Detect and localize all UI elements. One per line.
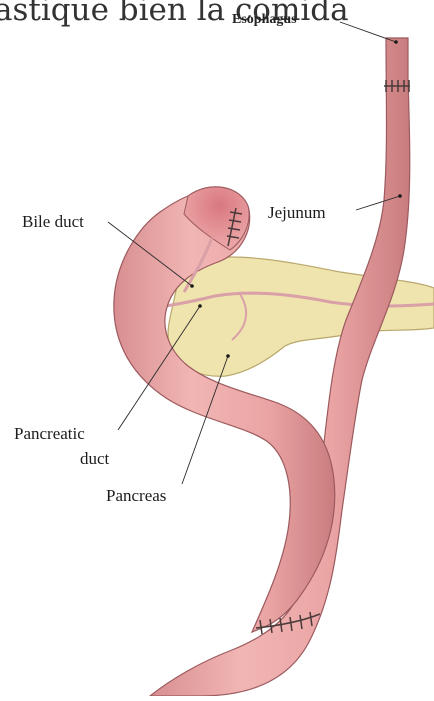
label-jejunum: Jejunum bbox=[268, 203, 326, 223]
label-pancreatic-duct-line1: Pancreatic bbox=[14, 424, 85, 444]
label-esophagus: Esophagus bbox=[232, 10, 297, 30]
label-pancreas: Pancreas bbox=[106, 486, 166, 506]
label-pancreatic-duct-line2: duct bbox=[80, 449, 109, 469]
label-bile-duct: Bile duct bbox=[22, 212, 84, 232]
overlay-caption-text: astique bien la comida bbox=[0, 0, 434, 30]
duodenal-loop-shape bbox=[114, 187, 335, 632]
